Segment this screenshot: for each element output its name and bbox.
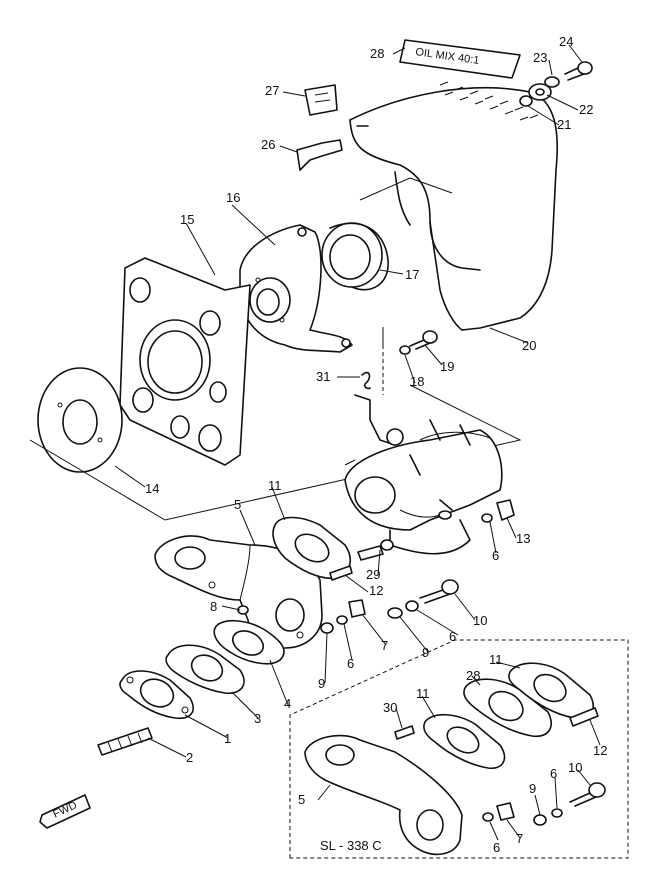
intake-manifold-5 [154, 535, 323, 649]
flange-14 [37, 367, 123, 473]
clip-26 [296, 139, 343, 171]
bolt-19 [409, 330, 438, 350]
callout-2: 2 [186, 750, 193, 765]
holder-16 [239, 224, 353, 353]
callout-14: 14 [145, 481, 159, 496]
callout-29: 29 [366, 567, 380, 582]
joint-17 [321, 222, 389, 291]
inset-callout-5: 5 [298, 792, 305, 807]
gasket-1 [119, 670, 194, 720]
callout-17: 17 [405, 267, 419, 282]
callout-4: 4 [284, 696, 291, 711]
stud-2 [97, 727, 153, 756]
callout-15: 15 [180, 212, 194, 227]
inset-callout-11-inner: 11 [416, 686, 430, 701]
leader-lines [114, 44, 601, 841]
grommet-22 [528, 83, 552, 101]
callout-18: 18 [410, 374, 424, 389]
inset-callout-28: 28 [466, 668, 480, 683]
callout-6-right: 6 [449, 629, 456, 644]
callout-11: 11 [268, 478, 282, 493]
bracket-27 [304, 84, 338, 116]
callout-13: 13 [516, 531, 530, 546]
carburetor-cover [349, 81, 559, 331]
collar-21 [519, 95, 533, 107]
cover-plate: OIL MIX 40:1 [399, 39, 521, 79]
callout-21: 21 [557, 117, 571, 132]
washer-18 [399, 345, 411, 355]
washer-6-upper [481, 513, 493, 523]
inset-callout-7: 7 [516, 831, 523, 846]
callout-10: 10 [473, 613, 487, 628]
inset-callout-6-right: 6 [550, 766, 557, 781]
screw-24 [564, 61, 593, 81]
nut-13 [496, 499, 515, 521]
nut-7 [348, 599, 366, 618]
washer-9-left [320, 622, 334, 634]
insulator-15 [119, 257, 251, 466]
callout-20: 20 [522, 338, 536, 353]
assembly-lines [29, 177, 522, 521]
inset-callout-9: 9 [529, 781, 536, 796]
callouts: 28 27 26 24 23 22 21 16 15 17 20 19 18 3… [145, 34, 607, 855]
stud-12-upper [329, 565, 353, 581]
inset-callout-10: 10 [568, 760, 582, 775]
carburetor [344, 394, 503, 555]
washer-6-left [336, 615, 348, 625]
callout-28: 28 [370, 46, 384, 61]
callout-8: 8 [210, 599, 217, 614]
callout-26: 26 [261, 137, 275, 152]
callout-16: 16 [226, 190, 240, 205]
clip-31 [361, 371, 371, 390]
inset-callout-11-outer: 11 [489, 652, 503, 667]
washer-23 [544, 76, 560, 88]
callout-6-left: 6 [347, 656, 354, 671]
bolt-10 [419, 579, 459, 604]
inset-title: SL - 338 C [320, 838, 382, 853]
callout-7: 7 [381, 638, 388, 653]
callout-1: 1 [224, 731, 231, 746]
callout-23: 23 [533, 50, 547, 65]
callout-9-right: 9 [422, 645, 429, 660]
inset-callout-6-left: 6 [493, 840, 500, 855]
callout-31: 31 [316, 369, 330, 384]
spacer-3 [165, 644, 245, 695]
callout-5: 5 [234, 497, 241, 512]
callout-24: 24 [559, 34, 573, 49]
gasket-4 [213, 619, 285, 665]
callout-12: 12 [369, 583, 383, 598]
washer-6-right [405, 600, 419, 612]
callout-27: 27 [265, 83, 279, 98]
callout-9-left: 9 [318, 676, 325, 691]
callout-6-upper: 6 [492, 548, 499, 563]
forward-arrow-icon: FWD [39, 794, 91, 829]
callout-19: 19 [440, 359, 454, 374]
inset-callout-30: 30 [383, 700, 397, 715]
stud-29 [357, 539, 394, 561]
inset-callout-12: 12 [593, 743, 607, 758]
inset-variant-box [289, 639, 629, 859]
washer-9-right [387, 607, 403, 619]
callout-3: 3 [254, 711, 261, 726]
callout-22: 22 [579, 102, 593, 117]
